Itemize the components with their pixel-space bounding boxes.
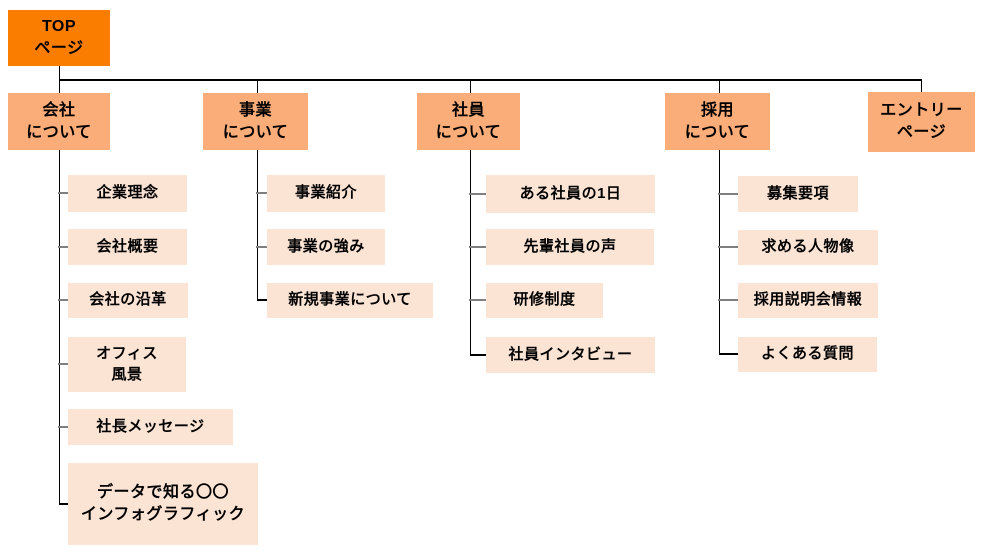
section-entry-node: エントリー ページ [868,92,975,152]
tick-line [58,363,68,365]
item-ideal-candidate: 求める人物像 [738,230,878,265]
tick-line [718,193,738,195]
drop-line-employees [469,79,471,93]
tick-line [58,299,68,301]
item-company-philosophy: 企業理念 [68,175,187,212]
item-business-strengths: 事業の強み [267,229,385,265]
item-company-overview: 会社概要 [68,229,187,265]
elbow-line [718,353,738,355]
section-employees-node: 社員 について [417,93,520,150]
item-company-history: 会社の沿革 [68,283,188,318]
tick-line [58,192,68,194]
branch-line-business [256,150,258,300]
item-new-business: 新規事業について [267,283,433,318]
drop-line-business [256,79,258,93]
tick-line [469,246,486,248]
item-faq: よくある質問 [738,337,877,372]
branch-line-employees [469,150,471,355]
trunk-line [59,79,922,81]
tick-line [469,299,486,301]
section-company-node: 会社 について [8,93,110,150]
drop-line-recruit [718,79,720,93]
item-data-infographic: データで知る〇〇 インフォグラフィック [68,463,258,545]
item-employee-interview: 社員インタビュー [486,337,655,373]
tick-line [718,299,738,301]
drop-line-entry [920,79,922,92]
elbow-line [58,503,68,505]
item-president-message: 社長メッセージ [68,409,233,445]
section-business-node: 事業 について [203,93,308,150]
tick-line [718,246,738,248]
tick-line [256,192,267,194]
elbow-line [469,354,486,356]
section-recruit-node: 採用 について [665,93,770,150]
item-office-view: オフィス 風景 [68,337,186,392]
tick-line [469,193,486,195]
item-info-session: 採用説明会情報 [738,283,878,318]
item-business-intro: 事業紹介 [267,175,385,212]
item-employee-day: ある社員の1日 [486,175,655,213]
branch-line-company [58,150,60,504]
branch-line-recruit [718,150,720,354]
sitemap-root-node: TOP ページ [8,10,110,66]
tick-line [58,426,68,428]
item-senior-voices: 先輩社員の声 [486,229,654,265]
tick-line [58,246,68,248]
elbow-line [256,299,267,301]
tick-line [256,246,267,248]
item-recruit-guidelines: 募集要項 [738,176,858,212]
item-training-system: 研修制度 [486,283,603,318]
